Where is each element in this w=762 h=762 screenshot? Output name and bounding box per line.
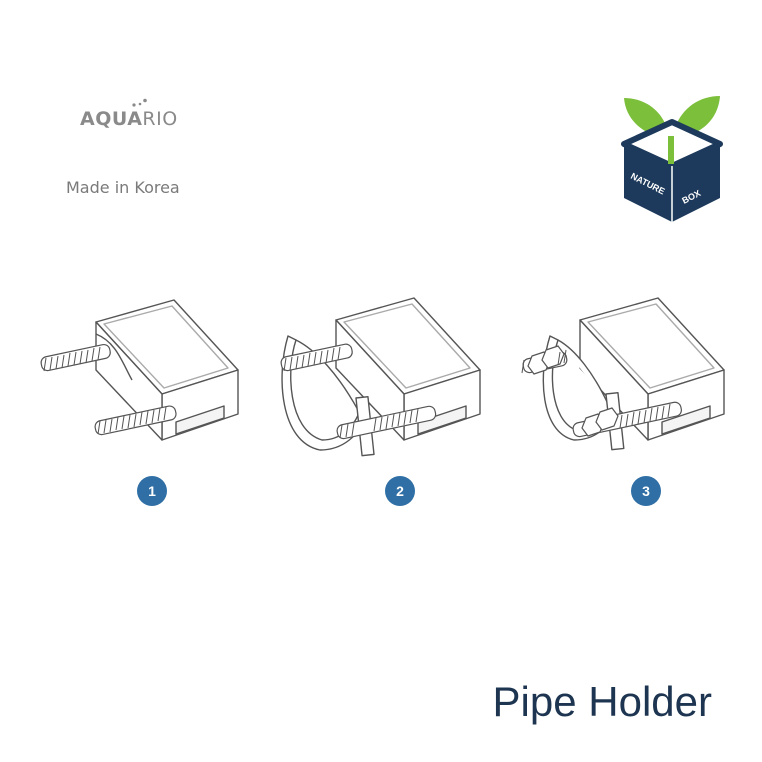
brand-wordmark-light: RIO bbox=[142, 108, 178, 130]
step-1-illustration bbox=[40, 299, 239, 441]
made-in-label: Made in Korea bbox=[66, 178, 180, 197]
brand-wordmark-bold: AQUA bbox=[80, 108, 143, 130]
brand-wordmark: AQUARIO bbox=[80, 98, 178, 130]
step-2-badge: 2 bbox=[385, 476, 415, 506]
brand-logo: AQUARIO bbox=[80, 98, 178, 130]
step-3-illustration bbox=[521, 297, 725, 451]
step-1-badge: 1 bbox=[137, 476, 167, 506]
nature-box-logo: NATURE BOX bbox=[621, 96, 723, 222]
step-3-badge: 3 bbox=[631, 476, 661, 506]
bubbles-icon bbox=[132, 98, 147, 107]
assembly-steps: 1 2 3 bbox=[0, 280, 762, 520]
step-2-illustration bbox=[280, 297, 481, 457]
product-title: Pipe Holder bbox=[492, 678, 712, 725]
